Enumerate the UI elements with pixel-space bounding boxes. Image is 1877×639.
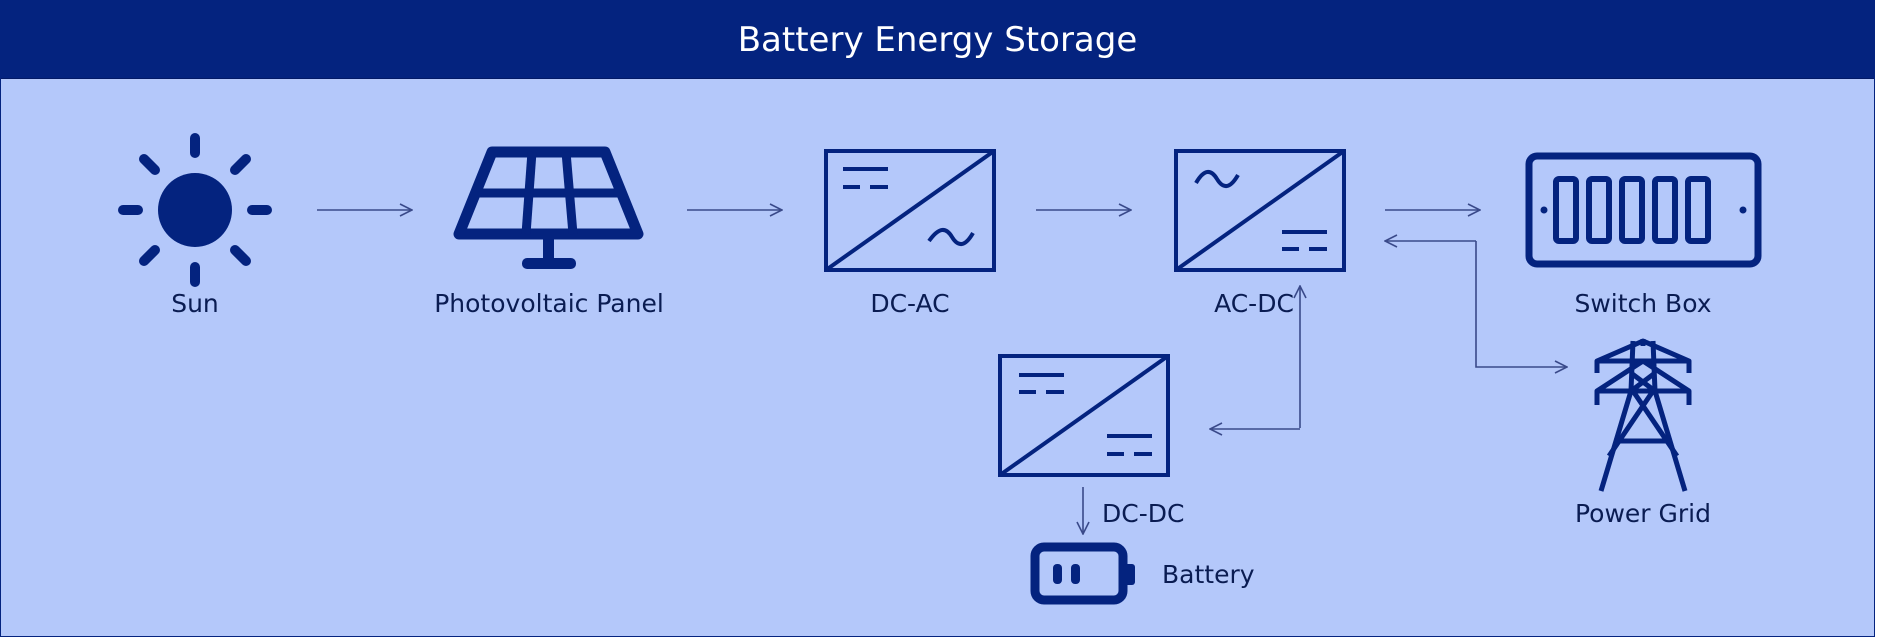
- photovoltaic-panel-label: Photovoltaic Panel: [434, 289, 664, 318]
- switch-box-icon: [1525, 152, 1762, 268]
- battery-label: Battery: [1162, 560, 1255, 589]
- ac-dc-label: AC-DC: [1214, 289, 1294, 318]
- power-grid-label: Power Grid: [1575, 499, 1711, 528]
- dc-converter-icon: [998, 354, 1170, 477]
- sun-icon: [118, 133, 272, 287]
- battery-icon: [1030, 542, 1135, 605]
- switch-box-label: Switch Box: [1574, 289, 1711, 318]
- rectifier-icon: [1174, 149, 1346, 272]
- dc-dc-label: DC-DC: [1102, 499, 1184, 528]
- inverter-icon: [824, 149, 996, 272]
- arrow-junction-to-power-grid: [1475, 241, 1567, 367]
- solar-panel-icon: [453, 146, 644, 269]
- dc-ac-label: DC-AC: [870, 289, 949, 318]
- sun-label: Sun: [171, 289, 219, 318]
- transmission-tower-icon: [1594, 338, 1692, 492]
- diagram-title: Battery Energy Storage: [1, 1, 1874, 79]
